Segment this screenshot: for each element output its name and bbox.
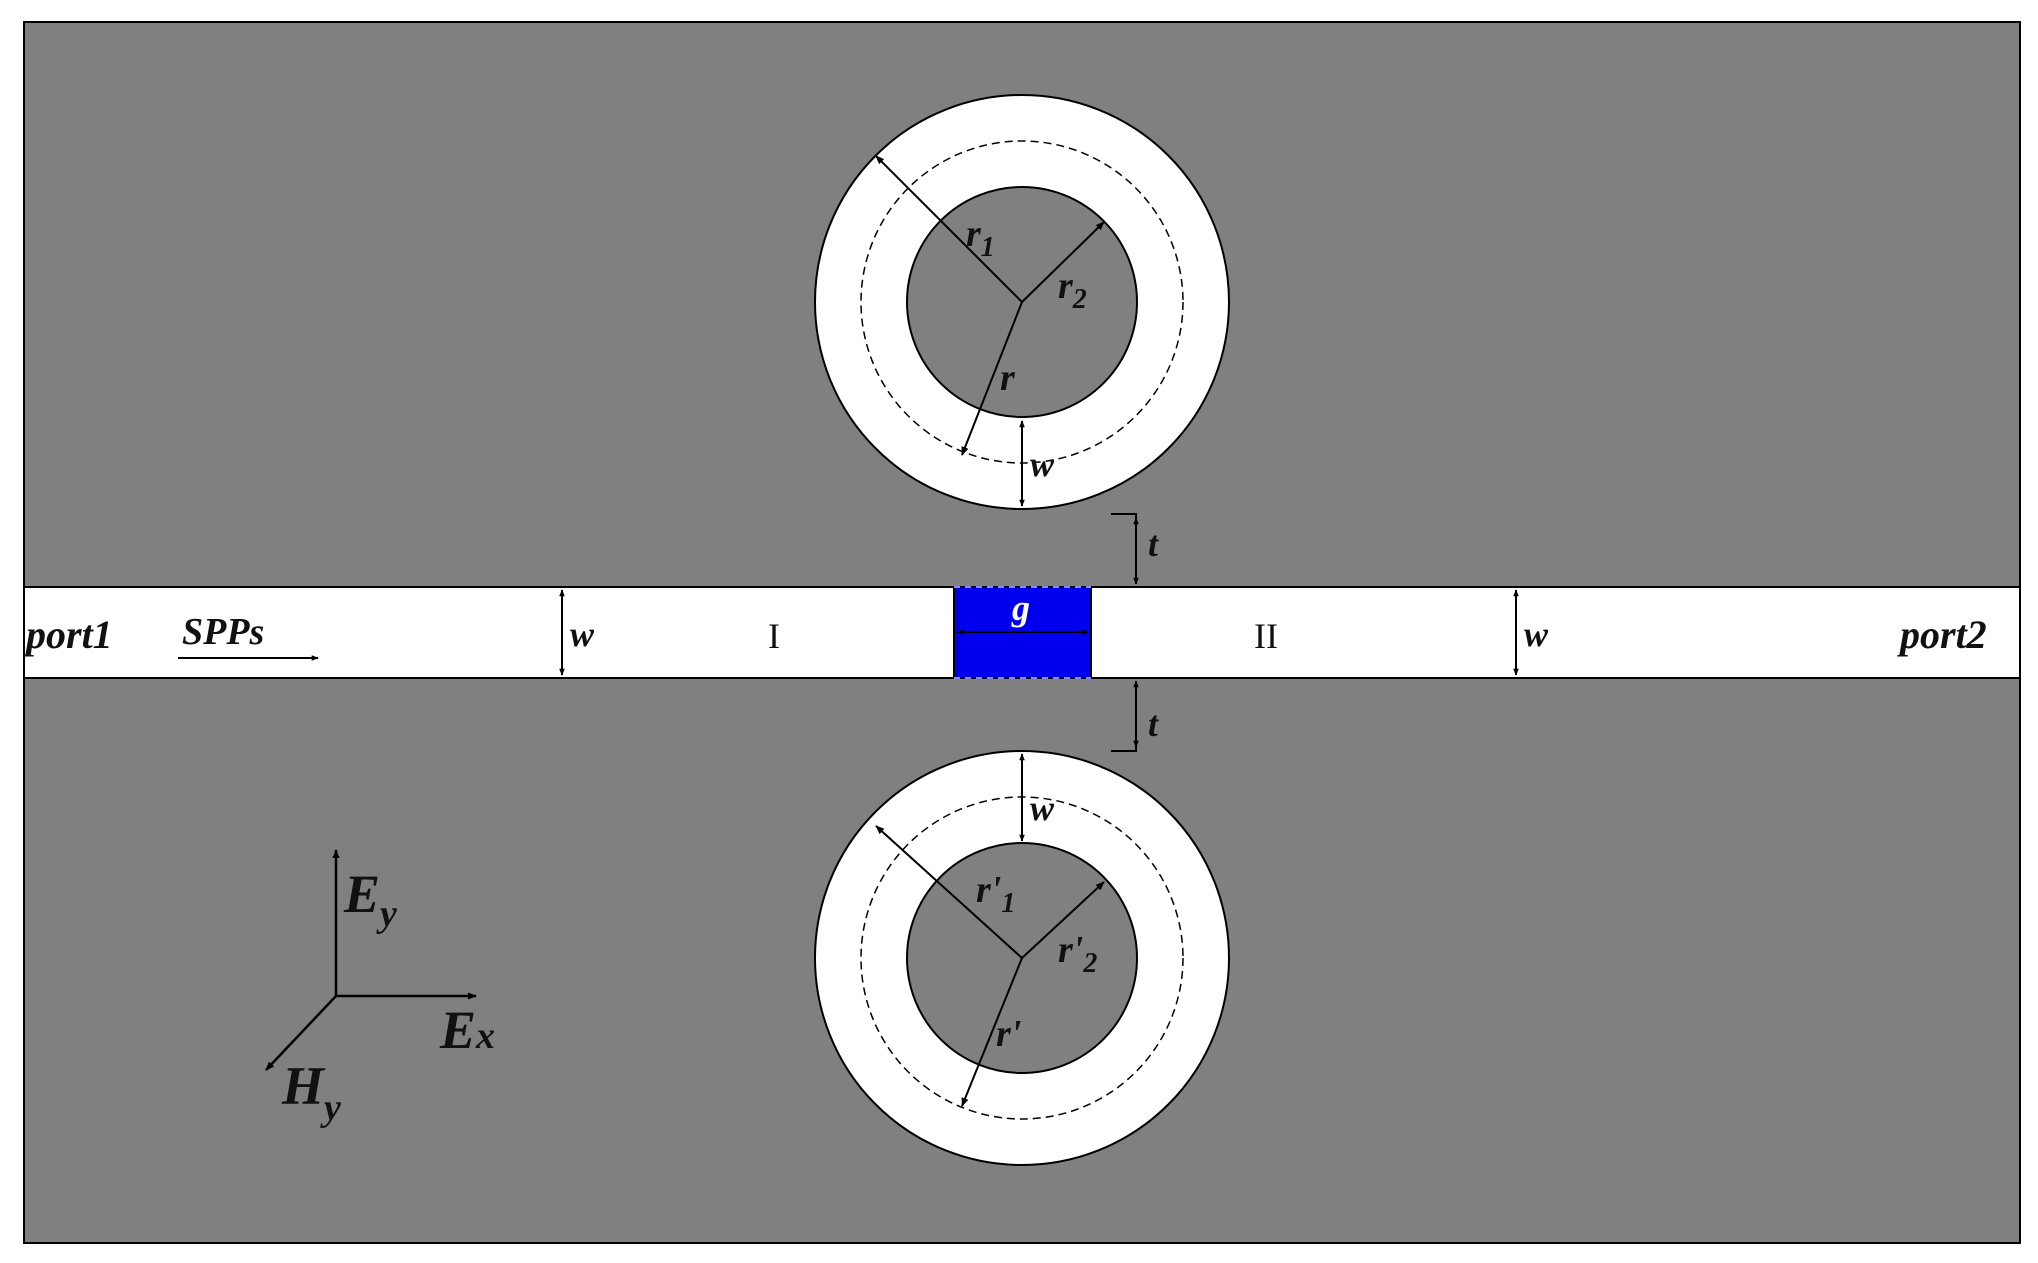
upper-ring-resonator — [814, 94, 1230, 510]
section-ii-label: II — [1254, 616, 1278, 656]
lower-coupling-label: t — [1148, 704, 1159, 744]
lower-ring-width-label: w — [1030, 788, 1055, 828]
upper-inner-radius-label: r2 — [1058, 265, 1087, 315]
port1-label: port1 — [23, 612, 113, 657]
upper-ring-width-label: w — [1030, 444, 1055, 484]
bus-width-label-right: w — [1524, 614, 1549, 654]
lower-mean-radius-label: r' — [996, 1013, 1021, 1055]
spps-label: SPPs — [182, 611, 264, 653]
upper-outer-radius-label: r1 — [966, 213, 995, 263]
lower-ring-resonator — [814, 750, 1230, 1166]
lower-inner-radius-label: r'2 — [1058, 929, 1097, 979]
lower-outer-radius-label: r'1 — [976, 869, 1015, 919]
upper-mean-radius-label: r — [1000, 357, 1016, 399]
field-axes — [265, 849, 477, 1071]
upper-coupling-label: t — [1148, 524, 1159, 564]
port2-label: port2 — [1897, 612, 1987, 657]
hy-axis-label: Hy — [281, 1056, 341, 1129]
ex-axis-label: Ex — [439, 1000, 495, 1060]
ey-axis-label: Ey — [343, 864, 397, 935]
bus-width-label-left: w — [570, 614, 595, 654]
section-i-label: I — [768, 616, 780, 656]
gap-label: g — [1011, 588, 1030, 628]
